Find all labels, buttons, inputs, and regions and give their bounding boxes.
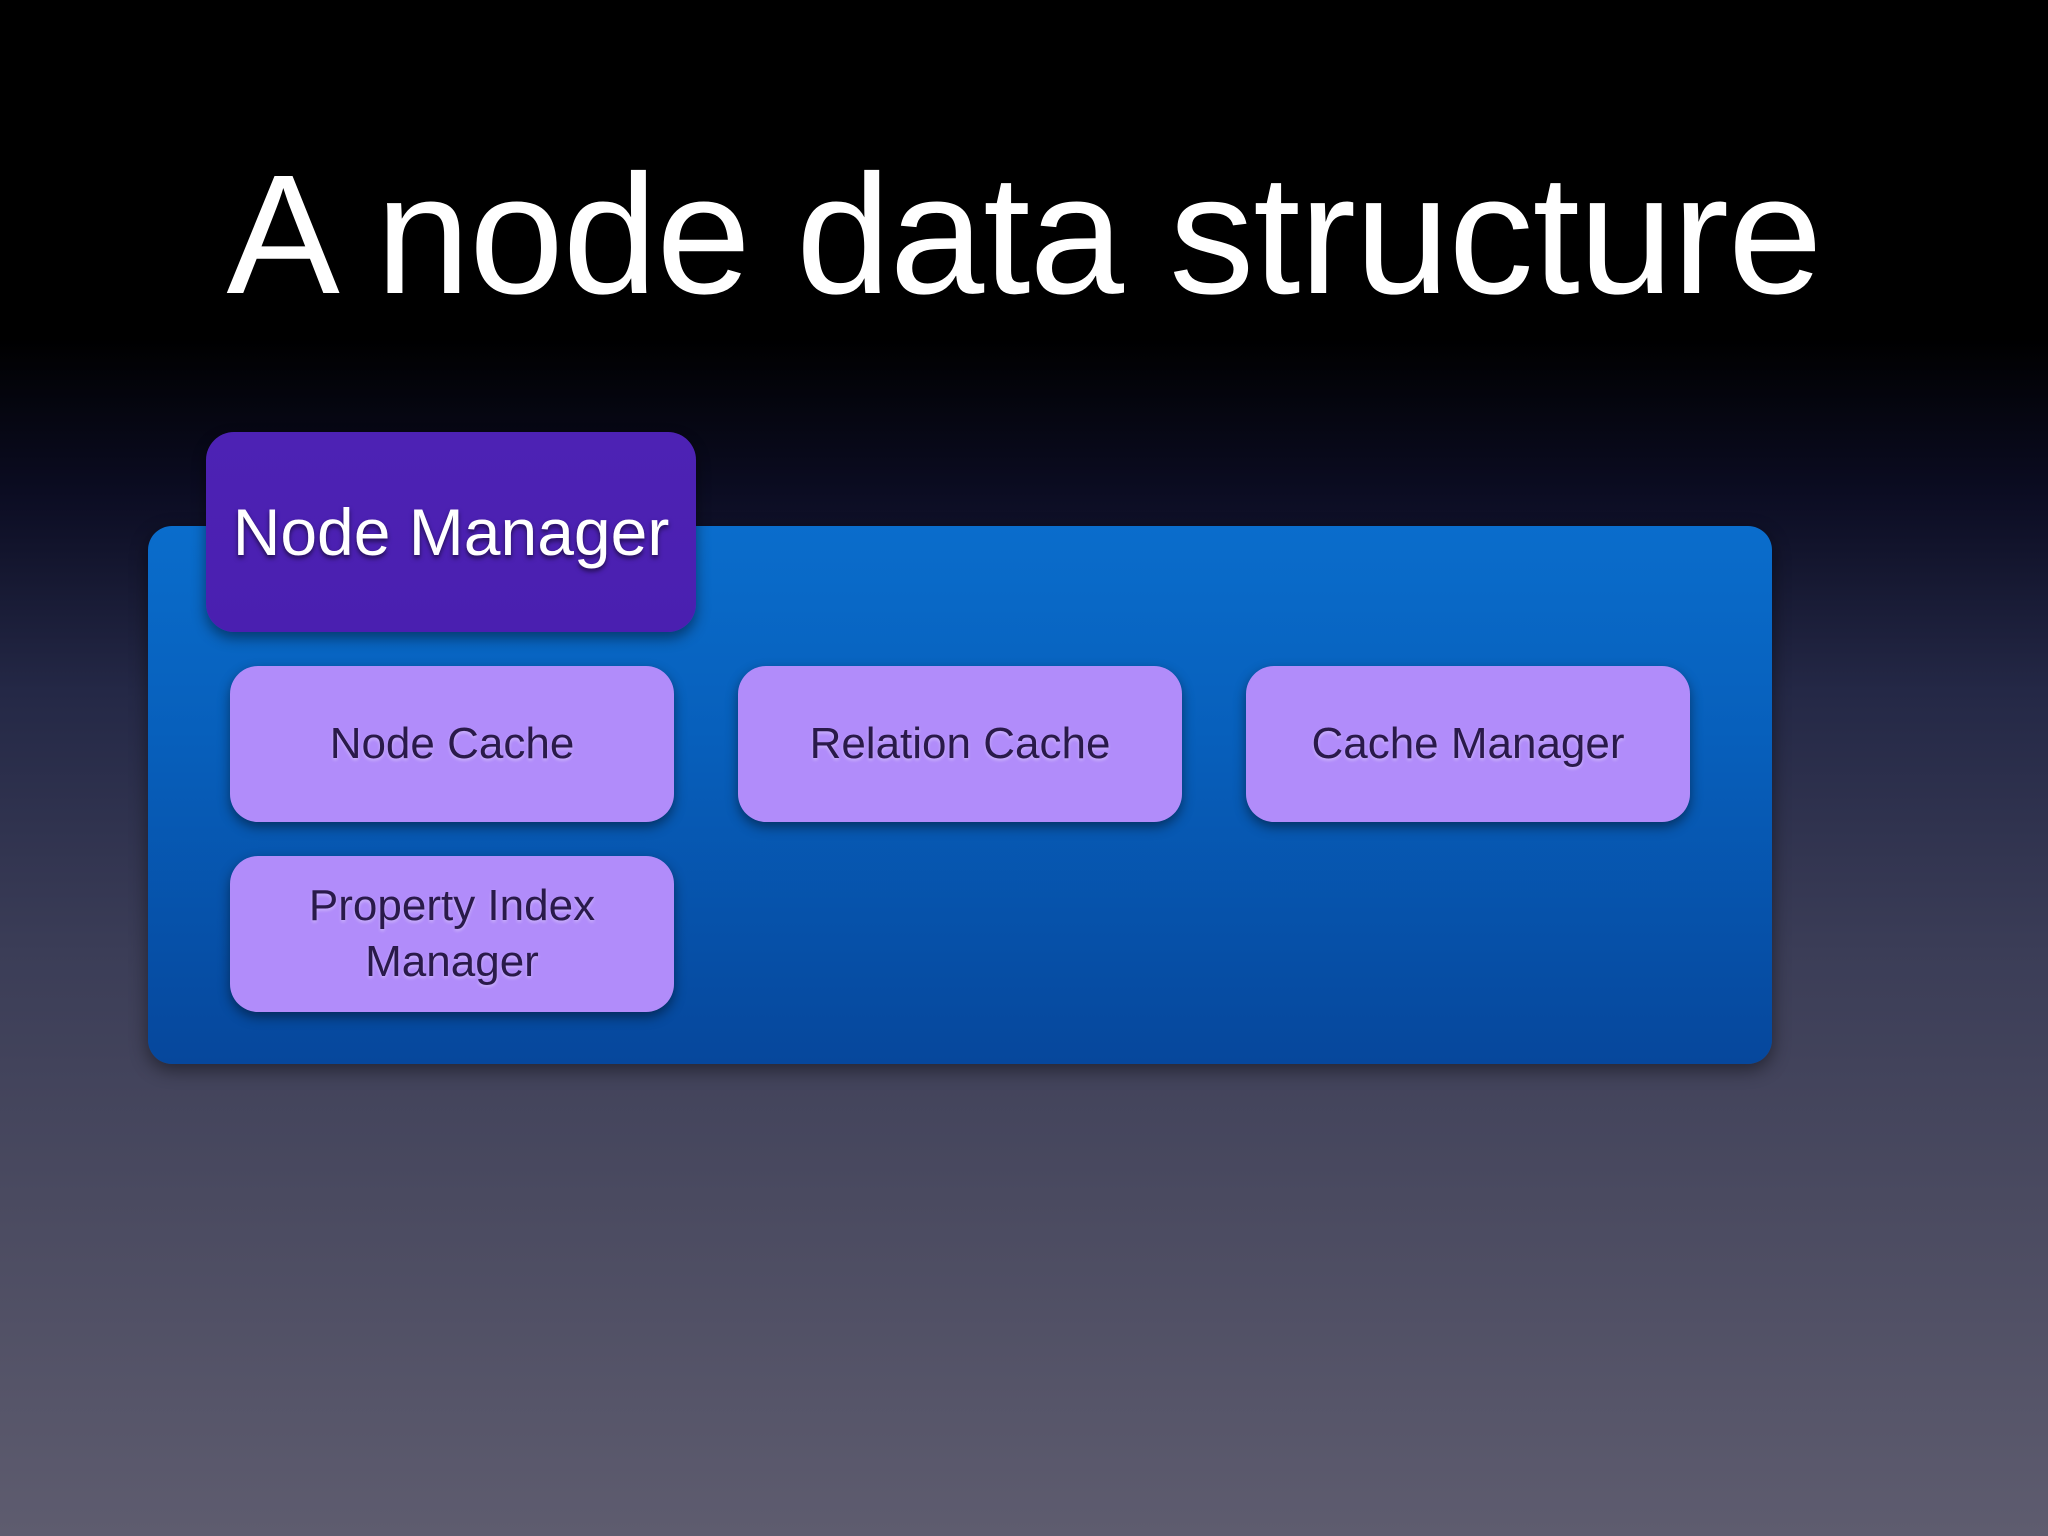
- property-index-manager-label: Property Index Manager: [308, 881, 596, 986]
- relation-cache-label: Relation Cache: [809, 719, 1111, 768]
- slide-title: A node data structure: [226, 140, 1822, 330]
- cache-manager-label: Cache Manager: [1311, 719, 1625, 768]
- node-cache-label: Node Cache: [329, 719, 575, 768]
- relation-cache-box: Relation Cache: [738, 666, 1182, 822]
- property-index-manager-box: Property Index Manager: [230, 856, 674, 1012]
- node-manager-header: Node Manager: [206, 432, 696, 632]
- cache-manager-box: Cache Manager: [1246, 666, 1690, 822]
- node-cache-box: Node Cache: [230, 666, 674, 822]
